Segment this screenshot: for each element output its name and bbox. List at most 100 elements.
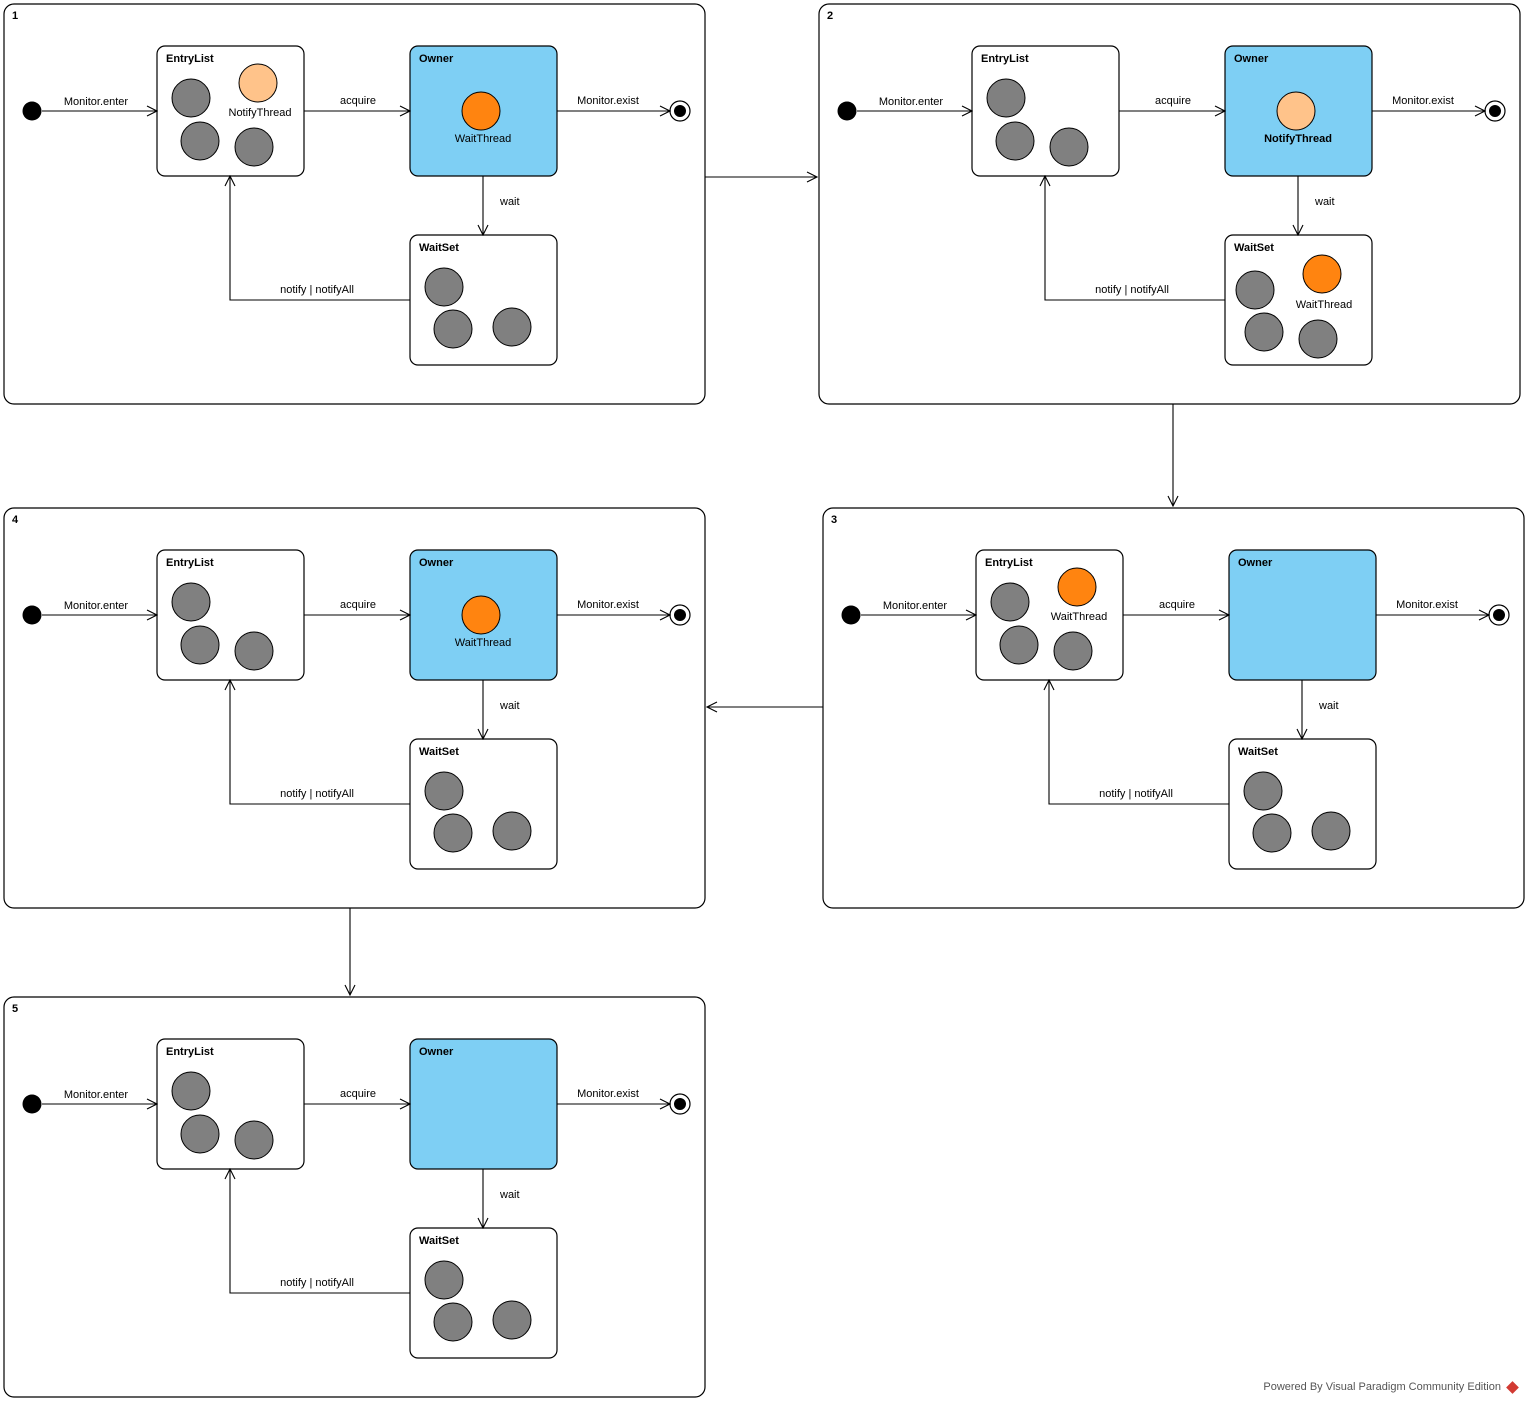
thread-circle bbox=[234, 127, 274, 167]
wait-set-state: WaitSet bbox=[409, 234, 558, 366]
label-monitor-exist: Monitor.exist bbox=[577, 599, 639, 611]
notify-thread-circle bbox=[238, 63, 278, 103]
thread-circle bbox=[1311, 811, 1351, 851]
wait-set-title: WaitSet bbox=[419, 746, 459, 758]
label-monitor-enter: Monitor.enter bbox=[883, 600, 948, 612]
label-wait: wait bbox=[499, 1189, 520, 1201]
thread-circle bbox=[1235, 270, 1275, 310]
thread-circle bbox=[990, 582, 1030, 622]
label-acquire: acquire bbox=[340, 95, 376, 107]
label-monitor-exist: Monitor.exist bbox=[1396, 599, 1458, 611]
owner-state: Owner bbox=[1228, 549, 1377, 681]
thread-circle bbox=[433, 1302, 473, 1342]
frame-border bbox=[3, 507, 706, 909]
frame-border bbox=[818, 3, 1521, 405]
frames-layer: 1EntryListNotifyThreadOwnerWaitThreadWai… bbox=[3, 3, 1525, 1398]
transition-notify bbox=[230, 1169, 410, 1294]
wait-thread-circle bbox=[1057, 567, 1097, 607]
label-monitor-enter: Monitor.enter bbox=[64, 600, 129, 612]
thread-circle bbox=[1244, 312, 1284, 352]
thread-circle bbox=[171, 582, 211, 622]
entry-list-threads bbox=[171, 582, 274, 671]
thread-circle bbox=[424, 267, 464, 307]
thread-circle bbox=[180, 121, 220, 161]
entry-list-title: EntryList bbox=[166, 1046, 214, 1058]
wait-thread-circle bbox=[461, 91, 501, 131]
thread-circle bbox=[1243, 771, 1283, 811]
watermark-text: Powered By Visual Paradigm Community Edi… bbox=[1263, 1381, 1501, 1393]
thread-circle bbox=[424, 771, 464, 811]
wait-set-title: WaitSet bbox=[1238, 746, 1278, 758]
entry-list-state: EntryList bbox=[971, 45, 1120, 177]
thread-circle bbox=[171, 1071, 211, 1111]
owner-title: Owner bbox=[1234, 53, 1269, 65]
wait-thread-circle bbox=[1302, 254, 1342, 294]
wait-set-threads bbox=[424, 771, 532, 853]
label-acquire: acquire bbox=[340, 599, 376, 611]
thread-circle bbox=[234, 1120, 274, 1160]
entry-list-title: EntryList bbox=[985, 557, 1033, 569]
wait-set-state: WaitSet bbox=[409, 738, 558, 870]
initial-state bbox=[837, 101, 857, 121]
frame-1: 1EntryListNotifyThreadOwnerWaitThreadWai… bbox=[3, 3, 706, 405]
wait-set-title: WaitSet bbox=[1234, 242, 1274, 254]
thread-circle bbox=[1252, 813, 1292, 853]
label-monitor-enter: Monitor.enter bbox=[64, 1089, 129, 1101]
owner-title: Owner bbox=[419, 1046, 454, 1058]
label-wait: wait bbox=[499, 700, 520, 712]
notify-thread-label: NotifyThread bbox=[1264, 133, 1332, 145]
entry-list-title: EntryList bbox=[981, 53, 1029, 65]
thread-circle bbox=[995, 121, 1035, 161]
thread-circle bbox=[1298, 319, 1338, 359]
thread-circle bbox=[180, 625, 220, 665]
final-state-inner bbox=[1493, 609, 1505, 621]
label-acquire: acquire bbox=[1159, 599, 1195, 611]
label-monitor-exist: Monitor.exist bbox=[1392, 95, 1454, 107]
owner-title: Owner bbox=[419, 557, 454, 569]
label-wait: wait bbox=[1314, 196, 1335, 208]
watermark: Powered By Visual Paradigm Community Edi… bbox=[1263, 1380, 1519, 1394]
entry-list-threads: WaitThread bbox=[990, 567, 1107, 671]
label-monitor-enter: Monitor.enter bbox=[879, 96, 944, 108]
wait-set-state: WaitSet bbox=[409, 1227, 558, 1359]
wait-thread-label: WaitThread bbox=[455, 133, 511, 145]
wait-thread-label: WaitThread bbox=[1051, 611, 1107, 623]
final-state-inner bbox=[674, 105, 686, 117]
label-wait: wait bbox=[1318, 700, 1339, 712]
notify-thread-label: NotifyThread bbox=[229, 107, 292, 119]
thread-circle bbox=[171, 78, 211, 118]
entry-list-threads bbox=[171, 1071, 274, 1160]
notify-thread-circle bbox=[1276, 91, 1316, 131]
transition-notify bbox=[1045, 176, 1225, 301]
frame-number: 2 bbox=[827, 10, 833, 22]
thread-circle bbox=[433, 813, 473, 853]
frame-number: 1 bbox=[12, 10, 18, 22]
thread-circle bbox=[1053, 631, 1093, 671]
thread-circle bbox=[986, 78, 1026, 118]
owner-state: Owner bbox=[409, 1038, 558, 1170]
wait-set-title: WaitSet bbox=[419, 242, 459, 254]
initial-state bbox=[22, 605, 42, 625]
frame-connectors bbox=[350, 177, 1173, 995]
frame-border bbox=[3, 996, 706, 1398]
entry-list-threads bbox=[986, 78, 1089, 167]
label-notify: notify | notifyAll bbox=[280, 1277, 354, 1289]
thread-circle bbox=[424, 1260, 464, 1300]
wait-set-threads: WaitThread bbox=[1235, 254, 1352, 359]
transition-notify bbox=[1049, 680, 1229, 805]
wait-thread-circle bbox=[461, 595, 501, 635]
transition-notify bbox=[230, 176, 410, 301]
frame-number: 4 bbox=[12, 514, 19, 526]
frame-number: 5 bbox=[12, 1003, 18, 1015]
thread-circle bbox=[1049, 127, 1089, 167]
label-wait: wait bbox=[499, 196, 520, 208]
thread-circle bbox=[492, 811, 532, 851]
